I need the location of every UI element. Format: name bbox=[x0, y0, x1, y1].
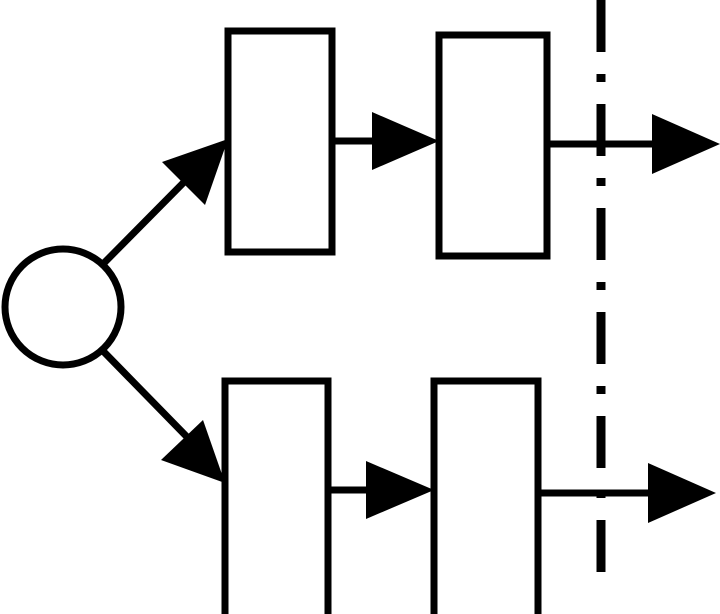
arrowhead-top-block-2 bbox=[372, 112, 439, 170]
source-circle-node bbox=[1, 245, 125, 369]
arrowhead-bottom-block-2 bbox=[366, 461, 434, 519]
arrowhead-bottom-output bbox=[648, 463, 716, 523]
arrowhead-top-output bbox=[652, 114, 720, 174]
arrowhead-bottom-block-1 bbox=[161, 420, 225, 483]
top-block-1 bbox=[224, 27, 336, 256]
bottom-block-2 bbox=[430, 377, 542, 614]
source-to-top-block-line bbox=[101, 167, 199, 266]
arrowhead-top-block-1 bbox=[162, 139, 228, 205]
bottom-block-1 bbox=[221, 377, 332, 614]
source-to-bottom-block-line bbox=[101, 349, 193, 443]
top-block-2 bbox=[435, 31, 551, 260]
